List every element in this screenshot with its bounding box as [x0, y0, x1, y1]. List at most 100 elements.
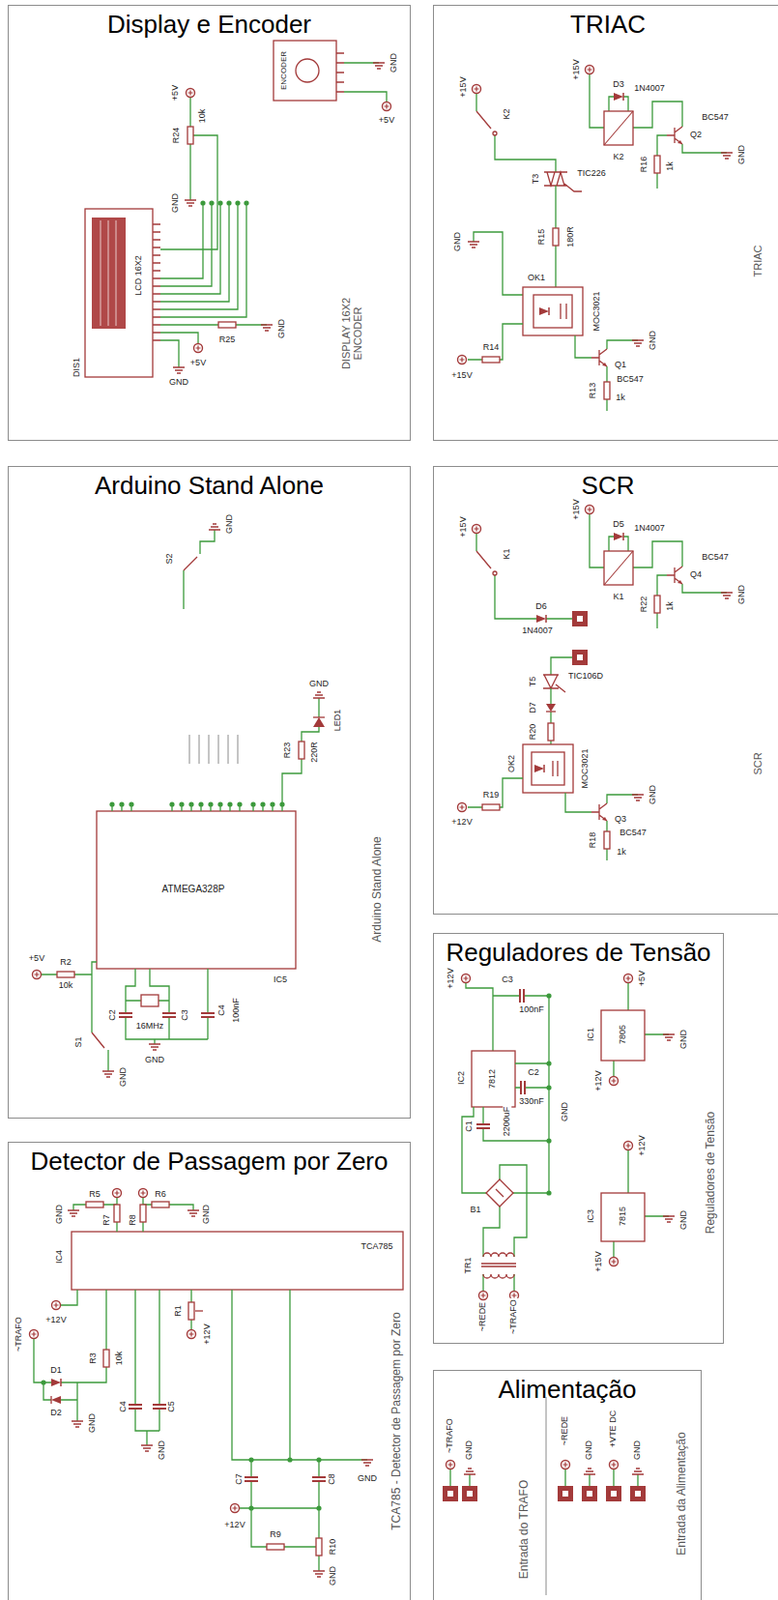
part-name: R3	[88, 1351, 98, 1365]
wire	[450, 1469, 638, 1486]
diode-symbol	[534, 764, 545, 773]
ground-symbol	[208, 523, 221, 530]
part-name: R13	[588, 381, 598, 401]
symbol-circle	[295, 58, 319, 83]
net-label: +12V	[223, 1520, 246, 1529]
panel-box: Arduino Stand Alone	[7, 465, 411, 1119]
part-value: 10k	[57, 980, 75, 990]
part-name: D7	[528, 700, 538, 715]
junction-dot	[546, 1060, 551, 1066]
junction-dot	[316, 1504, 321, 1510]
power-input-schematic	[442, 1396, 646, 1595]
resistor-symbol	[86, 1201, 104, 1208]
part-name: TCA785	[359, 1241, 394, 1251]
wire	[467, 778, 523, 807]
symbol-circle	[492, 131, 497, 136]
part-name: R22	[639, 595, 649, 614]
part-value: 2200uF	[502, 1105, 512, 1138]
panel-title: SCR	[433, 471, 778, 501]
panel-caption: TCA785 - Detector de Passagem por Zero	[390, 1310, 404, 1530]
triac-schematic	[458, 65, 734, 412]
part-name: T3	[531, 172, 541, 186]
power-symbol	[32, 970, 42, 980]
capacitor-symbol	[244, 1476, 259, 1481]
resistor-symbol	[266, 1543, 285, 1550]
part-name: Q4	[689, 570, 703, 579]
panel-title: Detector de Passagem por Zero	[8, 1147, 410, 1177]
junction-dot	[243, 200, 249, 205]
connector-symbol	[461, 1485, 478, 1501]
panel-caption: SCR	[752, 750, 765, 776]
wire	[183, 529, 215, 609]
component-outline	[533, 294, 573, 328]
part-name: TIC226	[576, 169, 607, 178]
capacitor-symbol	[152, 1404, 167, 1409]
panel-box: Alimentação	[432, 1369, 702, 1600]
part-value: 7805	[618, 1023, 628, 1045]
wire	[546, 1396, 548, 1595]
part-name: C4	[118, 1399, 128, 1413]
wire	[560, 303, 567, 319]
regulator-schematic	[461, 974, 676, 1300]
relay-driver	[585, 65, 734, 190]
component-outline	[273, 40, 337, 101]
net-label: ~TRAFO	[445, 1416, 455, 1454]
component-outline	[71, 1231, 404, 1290]
part-name: OK1	[526, 273, 547, 283]
net-label: GND	[308, 679, 330, 689]
panel-title: Alimentação	[433, 1375, 701, 1405]
net-label: GND	[560, 1100, 570, 1123]
part-name: R2	[58, 957, 73, 967]
net-label: +12V	[202, 1322, 212, 1345]
junction-dot	[118, 801, 124, 807]
panel-caption: Entrada da Alimentação	[675, 1430, 689, 1556]
wire	[313, 717, 325, 727]
part-value: 1k	[665, 600, 675, 612]
part-value: ATMEGA328P	[161, 884, 227, 895]
resistor-symbol	[103, 1349, 110, 1367]
net-label: GND	[453, 230, 462, 253]
wire	[461, 995, 549, 1291]
ground-symbol	[313, 1570, 325, 1577]
wire	[546, 703, 556, 712]
ground-symbol	[187, 1210, 200, 1216]
connector-symbol	[442, 1485, 459, 1501]
wire	[33, 1289, 107, 1421]
wire	[60, 1289, 192, 1329]
junction-dot	[316, 1456, 321, 1462]
junction-dot	[248, 1456, 254, 1462]
part-name: R8	[128, 1212, 138, 1227]
part-name: MOC3021	[592, 289, 602, 332]
wire	[473, 185, 556, 295]
power-symbol	[382, 102, 392, 112]
wire	[336, 53, 345, 92]
wire	[465, 982, 493, 1051]
resistor-symbol	[114, 1204, 120, 1222]
junction-dot	[188, 801, 194, 807]
net-label: +5V	[171, 84, 180, 102]
junction-dot	[269, 801, 275, 807]
capacitor-symbol	[520, 1080, 525, 1095]
part-name: MOC3021	[580, 747, 590, 789]
power-symbol	[461, 974, 471, 983]
ground-symbol	[141, 1444, 153, 1451]
net-label: GND	[584, 1439, 594, 1461]
junction-dot	[236, 801, 242, 807]
net-label: GND	[737, 583, 747, 606]
wire	[100, 220, 116, 326]
resistor-symbol	[316, 1537, 322, 1556]
net-label: GND	[737, 144, 747, 166]
junction-dot	[546, 992, 551, 998]
ground-symbol	[71, 1420, 84, 1427]
part-value: 16MHz	[135, 1021, 166, 1031]
net-label: +5V	[637, 969, 647, 987]
panel-caption: Reguladores de Tensão	[704, 1110, 718, 1236]
net-label: ~REDE	[478, 1300, 488, 1332]
net-label: GND	[633, 1439, 642, 1461]
wire	[481, 1252, 517, 1278]
part-name: R1	[173, 1303, 183, 1318]
part-value: 330nF	[518, 1096, 546, 1106]
net-label: GND	[168, 377, 190, 387]
resistor-symbol	[57, 971, 75, 978]
net-label: GND	[225, 513, 234, 535]
